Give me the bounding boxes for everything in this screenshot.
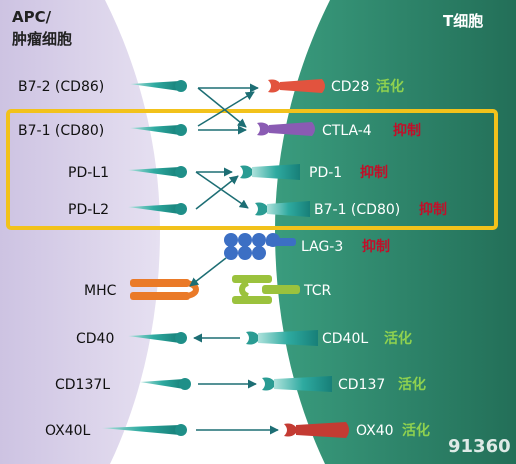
label-b7-2-cd86: B7-2 (CD86) [18,79,104,95]
ligand-pd-l2 [128,203,187,215]
receptor-pd1 [240,164,300,180]
ligand-cd137l [140,378,191,390]
receptor-cd40l [246,330,318,346]
t-cell-header: T细胞 [443,12,483,30]
receptor-ox40 [284,422,349,438]
receptor-lag3 [224,233,296,260]
label-pd-1: PD-1 [309,165,342,181]
label-mhc: MHC [84,283,117,299]
effect-ox40: 活化 [402,422,430,439]
ligand-b7-1 [130,124,187,136]
arrow-pdl1-b7-1 [195,171,249,209]
label-cd40: CD40 [76,331,114,347]
pd1-ctla4-highlight-box [6,109,498,230]
effect-cd137: 活化 [398,376,426,393]
label-b7-1-receptor: B7-1 (CD80) [314,202,400,218]
apc-tumor-cell-region [0,0,160,464]
arrow-b7-1-cd28 [197,91,255,127]
label-ctla-4: CTLA-4 [322,123,372,139]
receptor-cd137 [262,376,332,392]
label-pd-l1: PD-L1 [68,165,109,181]
label-tcr: TCR [303,283,332,299]
ligand-b7-2 [130,80,187,92]
effect-pd1: 抑制 [360,164,388,181]
arrow-pdl2-pd1 [195,175,239,210]
label-cd137l: CD137L [55,377,110,393]
receptor-ctla4 [257,122,315,136]
label-ox40: OX40 [356,423,394,439]
effect-lag3: 抑制 [362,238,390,255]
label-cd28: CD28 [331,79,369,95]
effect-ctla4: 抑制 [393,122,421,139]
effect-b7-1: 抑制 [419,201,447,218]
effect-cd28: 活化 [376,78,404,95]
apc-header-line2: 肿瘤细胞 [12,30,72,48]
ligand-ox40l [102,424,187,436]
arrow-b7-2-ctla4 [197,87,247,128]
label-cd40l: CD40L [322,331,368,347]
arrow-lag3-mhc [189,257,227,287]
receptor-b7-1 [255,201,310,217]
label-pd-l2: PD-L2 [68,202,109,218]
label-cd137: CD137 [338,377,385,393]
receptor-cd28 [268,79,325,93]
label-ox40l: OX40L [45,423,91,439]
t-cell-region [275,0,516,464]
label-lag-3: LAG-3 [301,239,343,255]
interaction-arrows [189,83,279,435]
apc-header-line1: APC/ [12,8,52,26]
mhc-molecule [130,279,199,300]
effect-cd40l: 活化 [384,330,412,347]
ligand-pd-l1 [128,166,187,178]
label-b7-1-cd80: B7-1 (CD80) [18,123,104,139]
watermark: 91360 [448,436,511,457]
receptor-tcr [232,275,300,304]
ligand-cd40 [128,332,187,344]
